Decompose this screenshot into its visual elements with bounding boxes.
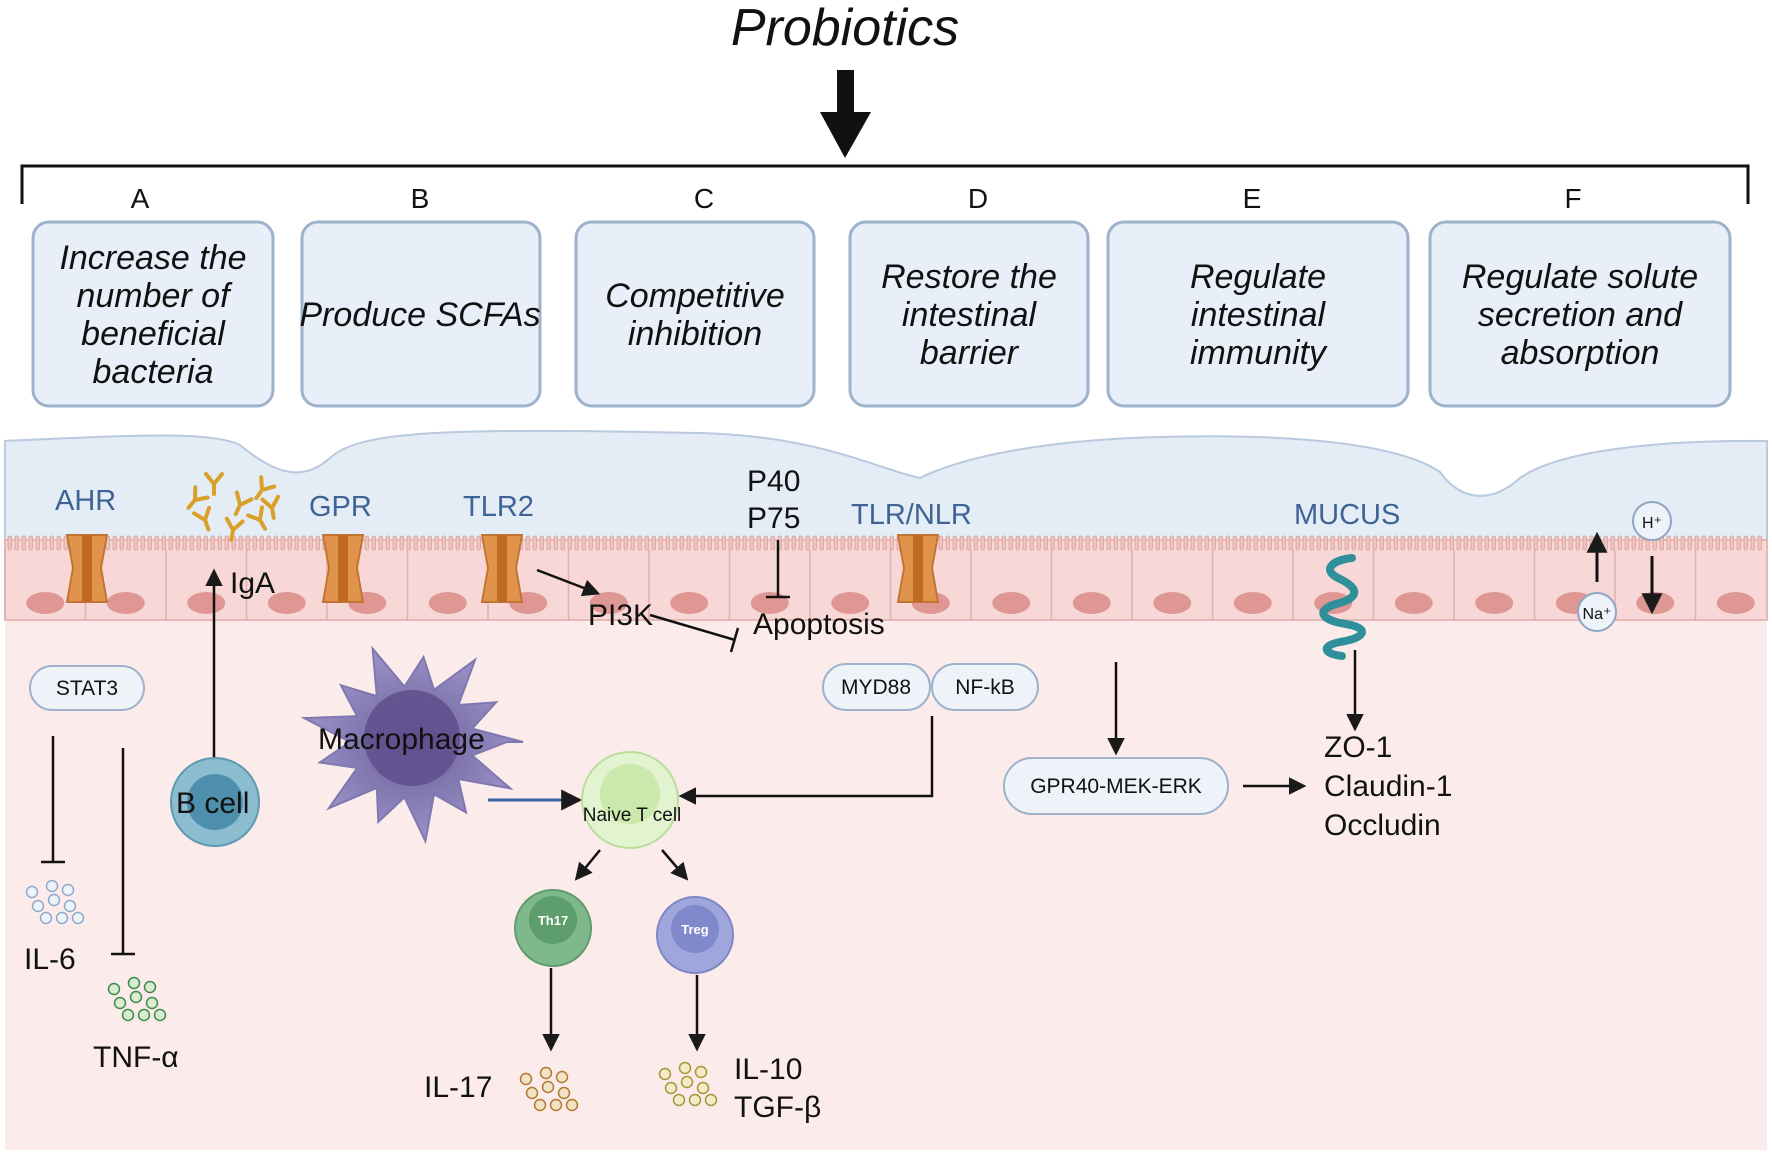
il10-label: IL-10 xyxy=(734,1053,802,1086)
svg-text:NF-kB: NF-kB xyxy=(955,676,1015,699)
macrophage-label: Macrophage xyxy=(318,723,485,756)
mechanism-text-line: beneficial xyxy=(81,315,226,353)
naive-t-label: Naive T cell xyxy=(583,805,682,826)
p40-label: P40 xyxy=(747,465,800,498)
il6-label: IL-6 xyxy=(24,943,76,976)
svg-text:STAT3: STAT3 xyxy=(56,677,118,700)
tgfb-label: TGF-β xyxy=(734,1091,821,1124)
lumen xyxy=(4,429,1768,546)
channel-tlr-nlr-icon xyxy=(896,534,940,603)
down-arrow-icon xyxy=(820,70,871,158)
diagram-title: Probiotics xyxy=(731,0,959,57)
mechanism-text-line: bacteria xyxy=(93,353,214,391)
bracket xyxy=(20,164,1750,204)
mucus-label: MUCUS xyxy=(1294,499,1400,531)
mechanism-text-line: intestinal xyxy=(902,296,1038,334)
mechanism-text-line: Restore the xyxy=(881,258,1057,296)
channel-ahr-icon xyxy=(65,534,109,603)
pi3k-label: PI3K xyxy=(588,599,653,632)
mechanism-text-line: number of xyxy=(76,277,233,315)
mechanism-letter: D xyxy=(968,183,988,214)
th17-cell: Th17 xyxy=(514,889,592,967)
mechanism-text-line: Regulate xyxy=(1190,258,1326,296)
nfkb-pill: NF-kB xyxy=(931,663,1039,711)
receptor-tlr-nlr: TLR/NLR xyxy=(851,499,972,531)
svg-text:MYD88: MYD88 xyxy=(841,676,911,699)
mechanism-text-line: absorption xyxy=(1501,334,1660,372)
treg-cell: Treg xyxy=(656,896,734,974)
mechanism-text-line: Regulate solute xyxy=(1462,258,1698,296)
il10-dots xyxy=(658,1061,718,1107)
mechanism-letter: E xyxy=(1243,183,1262,214)
channel-tlr2-icon xyxy=(480,534,524,603)
epithelium xyxy=(4,535,1768,621)
mechanism-text-line: Competitive xyxy=(605,277,785,315)
mechanism-text-line: Increase the xyxy=(59,239,246,277)
myd88-pill: MYD88 xyxy=(822,663,931,711)
svg-text:Th17: Th17 xyxy=(538,913,568,928)
b-cell-label: B cell xyxy=(176,787,249,820)
gpr40-pill: GPR40-MEK-ERK xyxy=(1003,757,1229,815)
il17-label: IL-17 xyxy=(424,1071,492,1104)
macrophage-cell xyxy=(300,645,524,845)
mucin-coil xyxy=(1319,554,1366,660)
mechanism-box-b: B Produce SCFAs xyxy=(299,183,542,408)
mechanism-text-line: immunity xyxy=(1190,334,1328,372)
il6-dots xyxy=(25,879,85,925)
claudin-label: Claudin-1 xyxy=(1324,770,1452,803)
receptor-gpr: GPR xyxy=(309,491,372,523)
apoptosis-label: Apoptosis xyxy=(753,608,885,641)
na-plus-ion: Na⁺ xyxy=(1577,592,1617,632)
naive-t-cell xyxy=(581,751,679,849)
h-plus-ion: H⁺ xyxy=(1632,501,1672,541)
mechanism-letter: C xyxy=(694,183,714,214)
mechanism-letter: F xyxy=(1564,183,1581,214)
b-cell xyxy=(170,757,260,847)
mechanism-text-line: intestinal xyxy=(1191,296,1327,334)
tnfa-label: TNF-α xyxy=(93,1041,179,1074)
mechanism-text-line: secretion and xyxy=(1478,296,1683,334)
receptor-tlr2: TLR2 xyxy=(463,491,534,523)
stat3-pill: STAT3 xyxy=(29,665,145,711)
receptor-ahr: AHR xyxy=(55,485,116,517)
mechanism-text-line: Produce SCFAs xyxy=(299,296,540,334)
iga-label: IgA xyxy=(230,567,275,600)
svg-text:Treg: Treg xyxy=(681,922,709,937)
mechanism-text-line: inhibition xyxy=(628,315,762,353)
mechanism-letter: B xyxy=(411,183,430,214)
mechanism-letter: A xyxy=(131,183,150,214)
p75-label: P75 xyxy=(747,502,800,535)
svg-text:H⁺: H⁺ xyxy=(1642,515,1662,532)
tnfa-dots xyxy=(107,976,167,1022)
occludin-label: Occludin xyxy=(1324,809,1441,842)
svg-text:GPR40-MEK-ERK: GPR40-MEK-ERK xyxy=(1030,775,1202,798)
mechanism-text-line: barrier xyxy=(920,334,1020,372)
channel-gpr-icon xyxy=(321,534,365,603)
zo1-label: ZO-1 xyxy=(1324,731,1392,764)
iga-antibodies xyxy=(186,472,281,542)
il17-dots xyxy=(519,1066,579,1112)
svg-text:Na⁺: Na⁺ xyxy=(1583,606,1612,623)
